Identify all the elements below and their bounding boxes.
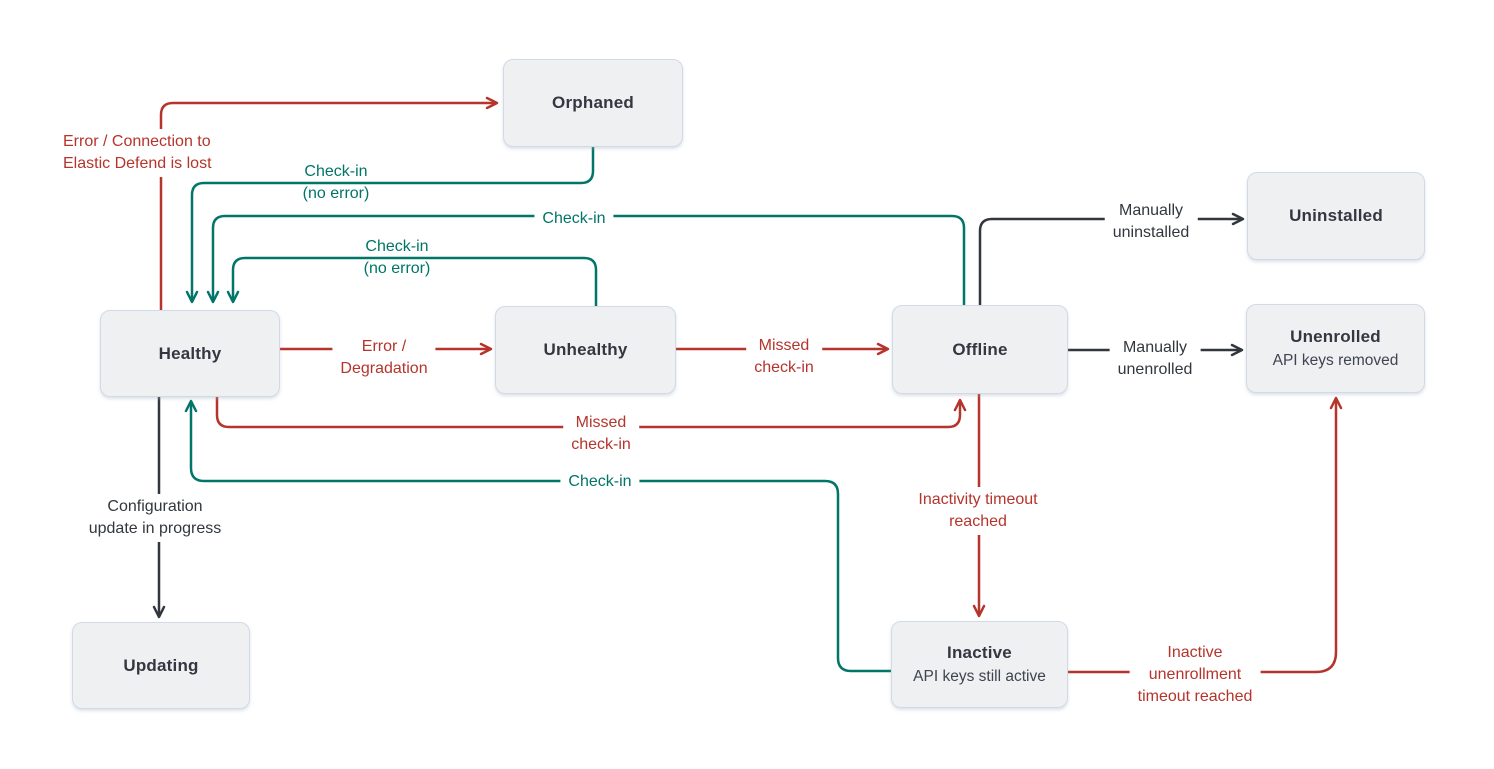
state-node-unhealthy: Unhealthy [495, 306, 676, 394]
edge-label-line: Check-in [304, 163, 368, 180]
edge-label-line: uninstalled [1112, 224, 1190, 241]
edge-label-healthy-to-offline: Missed check-in [563, 410, 639, 458]
edge-label-line: Inactive [1167, 644, 1223, 661]
edge-label-line: Inactivity timeout [918, 491, 1038, 508]
edge-label-line: Degradation [340, 360, 428, 377]
edge-label-offline-to-inactive: Inactivity timeout reached [910, 487, 1046, 535]
edge-label-line: Check-in [365, 238, 429, 255]
edge-label-line: Missed [758, 337, 810, 354]
edge-label-healthy-to-unhealthy: Error / Degradation [332, 334, 436, 382]
edge-label-line: Check-in [568, 473, 632, 490]
edge-label-line: update in progress [88, 520, 222, 537]
edge-label-unhealthy-to-healthy: Check-in (no error) [364, 236, 431, 280]
edge-label-line: check-in [754, 359, 814, 376]
state-subtitle-unenrolled: API keys removed [1272, 352, 1399, 369]
edge-label-healthy-to-orphaned: Error / Connection to Elastic Defend is l… [55, 129, 220, 177]
edge-label-line: Configuration [107, 498, 203, 515]
edge-label-line: reached [949, 513, 1007, 530]
edge-label-orphaned-to-healthy: Check-in (no error) [303, 161, 370, 205]
state-node-healthy: Healthy [100, 310, 280, 397]
edge-label-offline-to-unenrolled: Manually unenrolled [1109, 335, 1201, 383]
state-title-healthy: Healthy [158, 343, 222, 363]
state-title-uninstalled: Uninstalled [1289, 206, 1383, 225]
edge-label-line: Manually [1118, 202, 1184, 219]
state-title-inactive: Inactive [947, 643, 1012, 662]
edge-label-line: (no error) [363, 260, 431, 277]
edge-label-unhealthy-to-offline: Missed check-in [746, 333, 822, 381]
state-title-orphaned: Orphaned [552, 93, 634, 112]
edge-label-inactive-to-unenrolled: Inactive unenrollment timeout reached [1129, 640, 1261, 710]
edge-label-line: check-in [571, 436, 631, 453]
edge-label-line: unenrolled [1117, 361, 1193, 378]
state-title-offline: Offline [952, 339, 1008, 359]
edge-unhealthy-to-healthy [226, 256, 598, 308]
edge-label-line: (no error) [302, 185, 370, 202]
edge-label-line: timeout reached [1137, 688, 1253, 705]
edge-label-line: Elastic Defend is lost [63, 155, 212, 172]
edge-offline-to-uninstalled [978, 212, 1245, 307]
edge-label-inactive-to-healthy: Check-in [560, 469, 640, 495]
state-node-orphaned: Orphaned [503, 59, 683, 147]
edge-label-line: unenrollment [1148, 666, 1242, 683]
edge-orphaned-to-healthy [185, 144, 595, 304]
state-node-offline: Offline [892, 305, 1068, 394]
edge-healthy-to-orphaned [159, 96, 499, 312]
edge-inactive-to-healthy [184, 399, 893, 673]
edge-label-line: Error / Connection to [63, 133, 211, 150]
state-node-updating: Updating [72, 622, 250, 709]
state-title-updating: Updating [123, 655, 199, 675]
state-node-uninstalled: Uninstalled [1247, 172, 1425, 260]
edge-label-healthy-to-updating: Configuration update in progress [80, 494, 230, 542]
state-subtitle-inactive: API keys still active [913, 668, 1046, 685]
edge-label-offline-to-healthy: Check-in [534, 206, 614, 232]
state-title-unenrolled: Unenrolled [1290, 327, 1381, 346]
edge-inactive-to-unenrolled [1066, 396, 1343, 674]
edge-label-line: Missed [575, 414, 627, 431]
edge-label-line: Check-in [542, 210, 606, 227]
edge-label-line: Error / [361, 338, 407, 355]
state-title-unhealthy: Unhealthy [543, 340, 628, 359]
edge-label-offline-to-uninstalled: Manually uninstalled [1104, 198, 1198, 246]
edge-label-line: Manually [1122, 339, 1188, 356]
